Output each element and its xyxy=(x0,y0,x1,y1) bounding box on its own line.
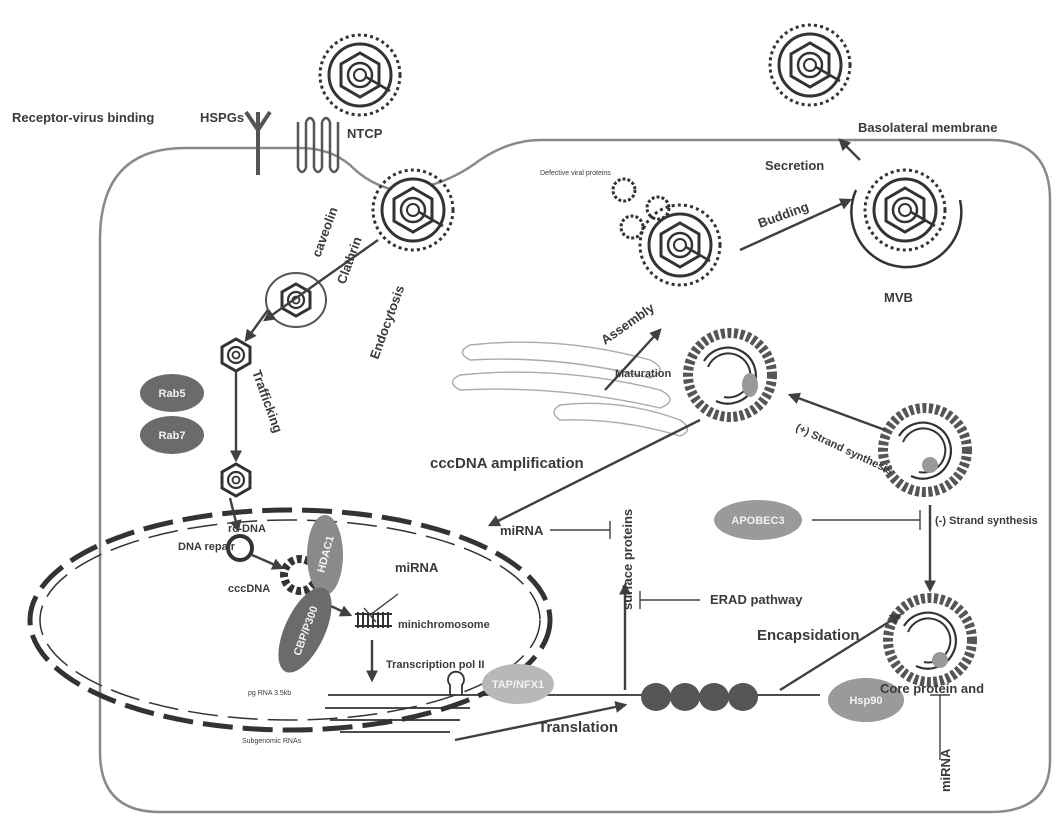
core-protein-label: Core protein and xyxy=(880,681,984,696)
ntcp-receptor-icon xyxy=(298,118,338,172)
erad-label: ERAD pathway xyxy=(710,592,803,607)
assembled-virion-icon xyxy=(640,205,720,285)
maturation-label: Maturation xyxy=(615,368,672,380)
mirna-nucleus-label: miRNA xyxy=(395,560,439,575)
mvb-label: MVB xyxy=(884,290,913,305)
er-golgi-stacks xyxy=(453,342,688,436)
subgenomic-label: Subgenomic RNAs xyxy=(242,738,302,745)
caveolin-label: caveolin xyxy=(309,205,341,259)
minichromosome-label: minichromosome xyxy=(398,619,490,631)
tap-nfx-pill: TAP/NFX1 xyxy=(482,664,554,704)
budding-label: Budding xyxy=(756,199,811,231)
svg-text:Rab5: Rab5 xyxy=(159,388,186,400)
translation-label: Translation xyxy=(538,719,618,736)
incoming-virion-icon xyxy=(320,35,400,115)
svg-text:Hsp90: Hsp90 xyxy=(849,695,882,707)
svg-text:APOBEC3: APOBEC3 xyxy=(731,515,784,527)
hspgs-label: HSPGs xyxy=(200,110,244,125)
encapsidation-label: Encapsidation xyxy=(757,627,860,644)
endocytosed-virion-icon xyxy=(373,170,453,250)
rab7-pill: Rab7 xyxy=(140,416,204,454)
trafficking-label: Trafficking xyxy=(249,368,286,435)
cccdna-label: cccDNA xyxy=(228,583,270,595)
defective-label: Defective viral proteins xyxy=(540,170,611,177)
transcription-label: Transcription pol II xyxy=(386,659,484,671)
capsid-trafficking-icon xyxy=(222,339,250,371)
mirna-bottom-label: miRNA xyxy=(938,748,953,792)
cccdna-amplification-label: cccDNA amplification xyxy=(430,455,584,472)
pg-rna-label: pg RNA 3.5kb xyxy=(248,690,291,697)
mirna-surface-label: miRNA xyxy=(500,523,544,538)
mature-capsid-icon xyxy=(688,333,772,417)
secretion-label: Secretion xyxy=(765,158,824,173)
dna-repair-label: DNA repair xyxy=(178,541,236,553)
endocytosis-label: Endocytosis xyxy=(367,283,408,361)
surface-proteins-label: surface proteins xyxy=(620,509,635,610)
assembly-label: Assembly xyxy=(598,299,658,347)
basolateral-label: Basolateral membrane xyxy=(858,120,997,135)
hspg-receptor-icon xyxy=(246,112,270,175)
svg-text:Rab7: Rab7 xyxy=(159,430,186,442)
receptor-binding-label: Receptor-virus binding xyxy=(12,110,154,125)
clathrin-label: Clathrin xyxy=(334,235,365,286)
apobec3-pill: APOBEC3 xyxy=(714,500,802,540)
rna-transcripts xyxy=(325,672,500,732)
hdac1-pill: HDAC1 xyxy=(307,515,343,595)
secreted-virion-icon xyxy=(770,25,850,105)
minus-strand-label: (-) Strand synthesis xyxy=(935,515,1038,527)
rc-dna-label: rc-DNA xyxy=(228,523,266,535)
ribosomes-icon xyxy=(641,683,758,711)
capsid-nuclear-pore-icon xyxy=(222,464,250,496)
cbp-p300-pill: CBP/P300 xyxy=(267,580,342,680)
plus-strand-capsid-icon xyxy=(883,408,967,492)
pgrna-capsid-icon xyxy=(888,598,972,682)
rab5-pill: Rab5 xyxy=(140,374,204,412)
ntcp-label: NTCP xyxy=(347,126,383,141)
svg-text:TAP/NFX1: TAP/NFX1 xyxy=(492,679,544,691)
mvb-virion-icon xyxy=(865,170,945,250)
